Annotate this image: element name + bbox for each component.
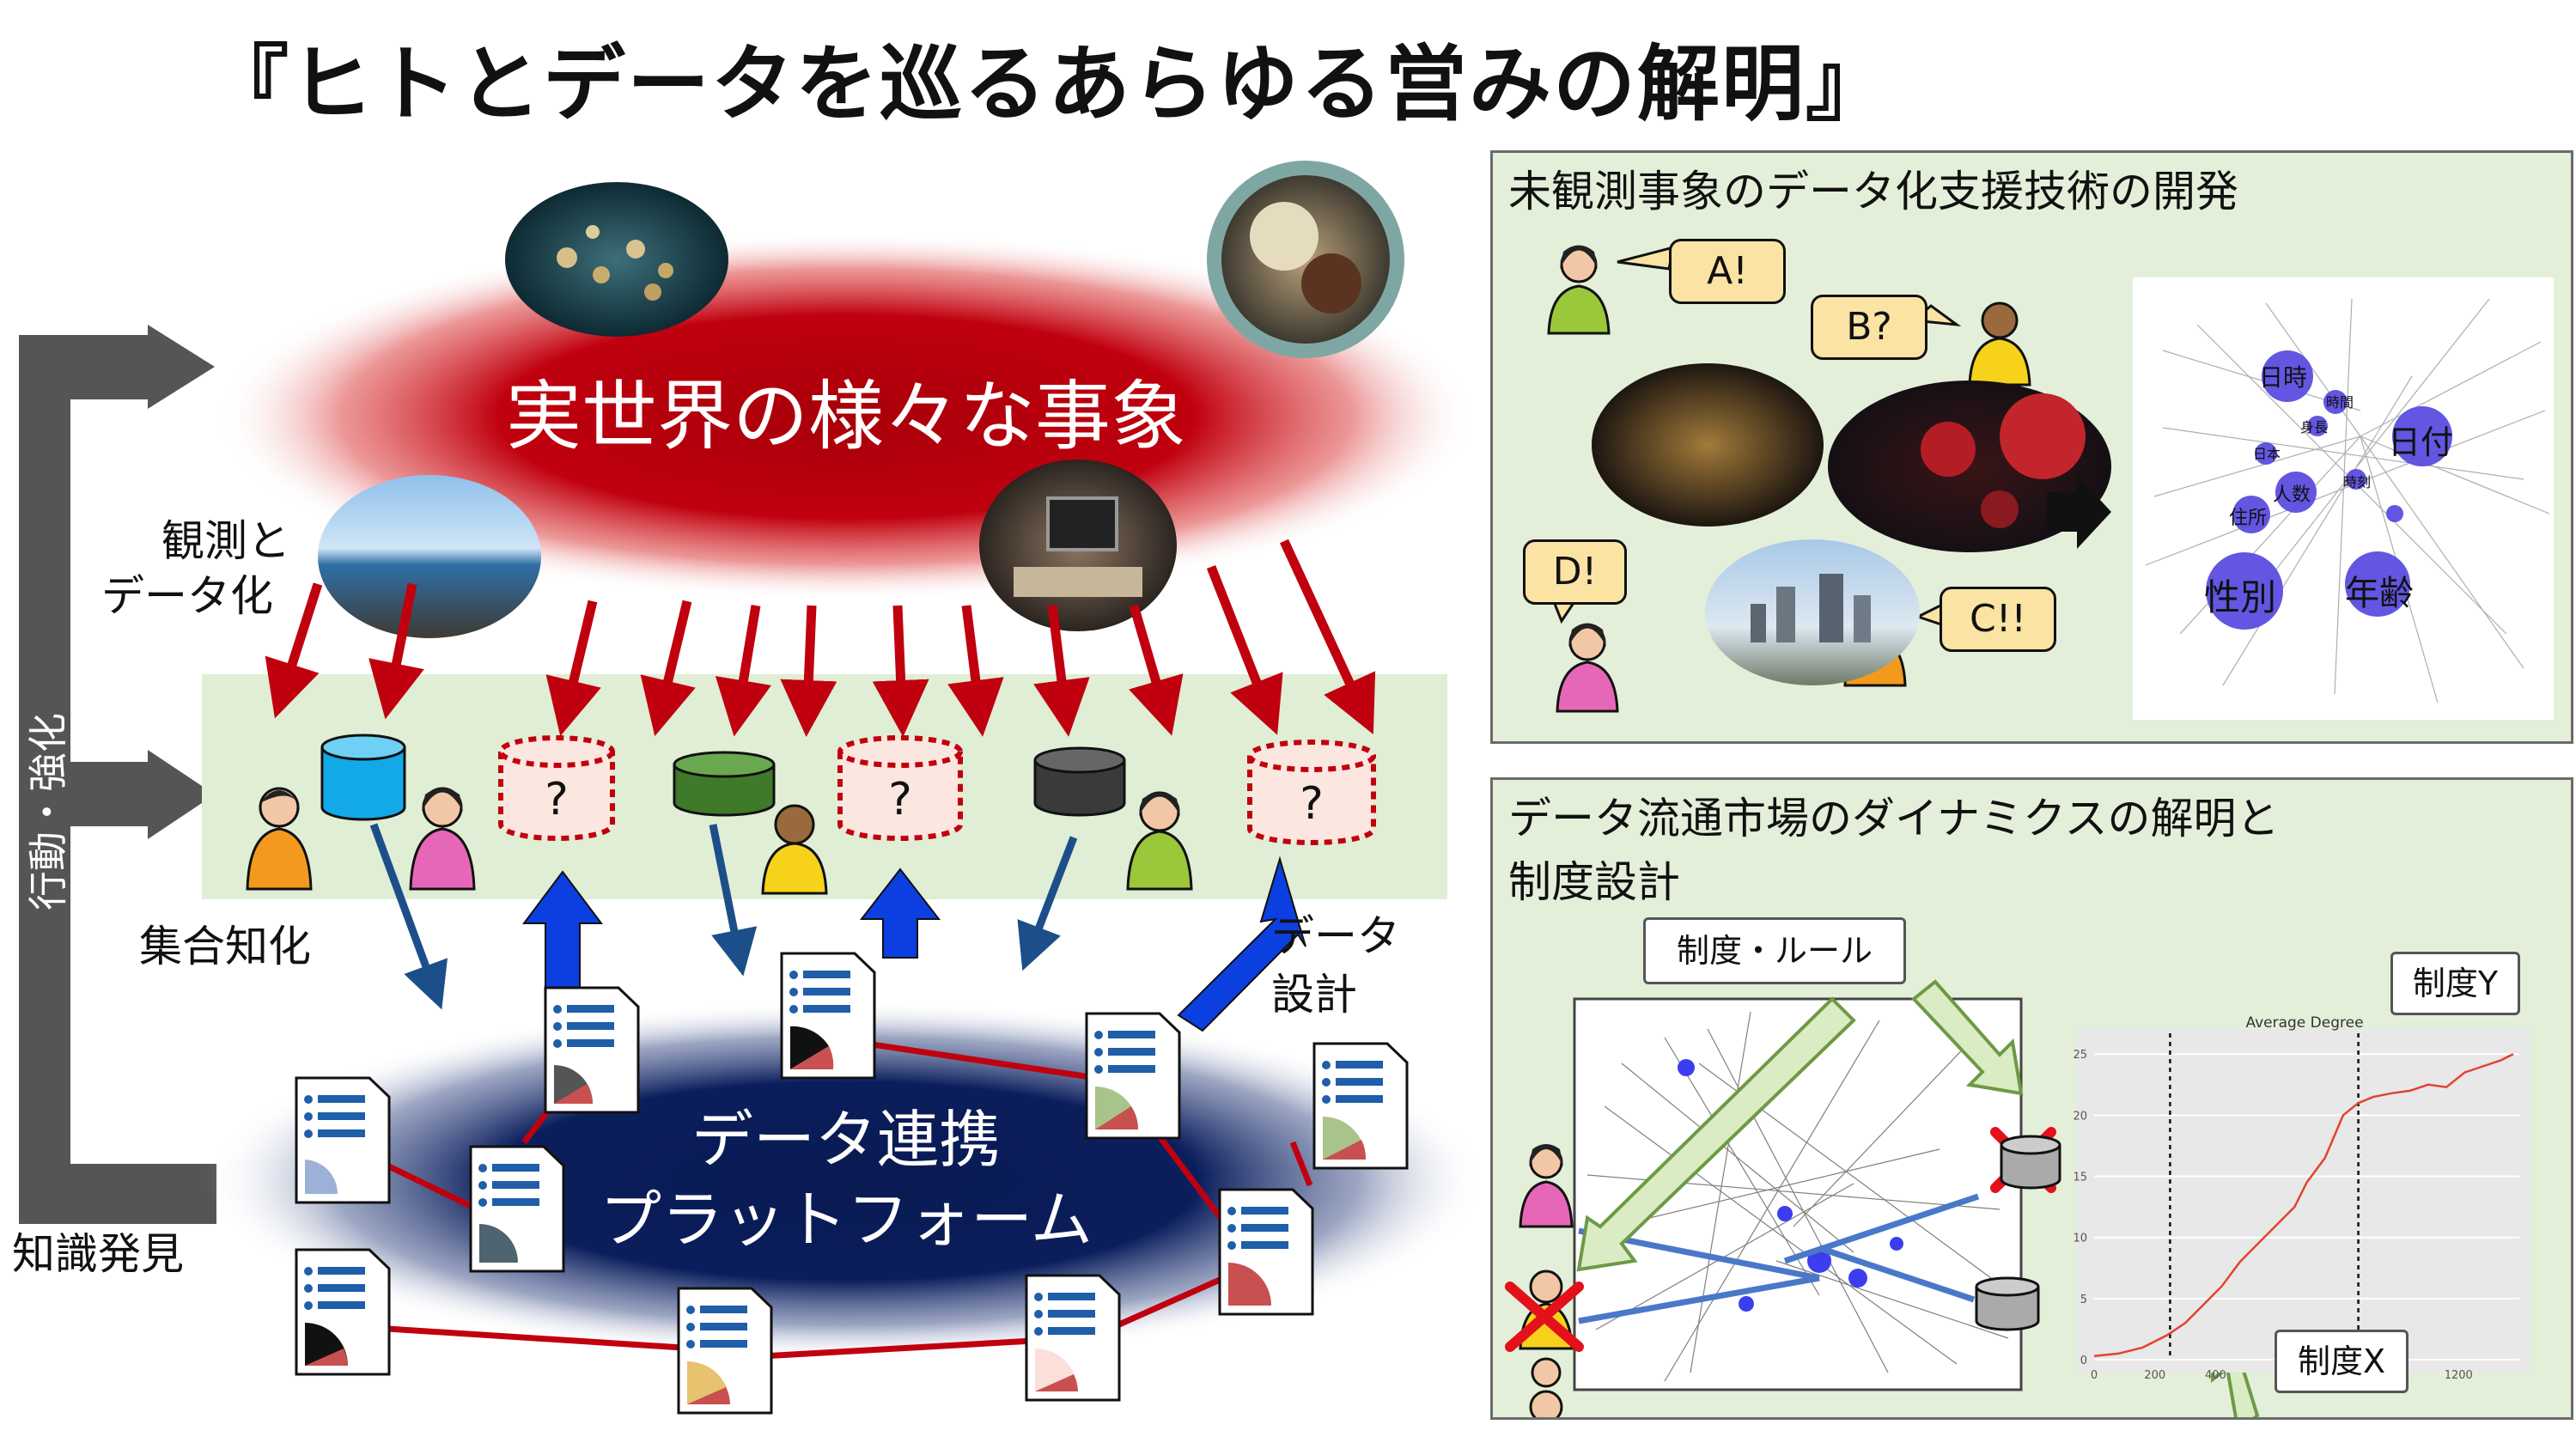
rule-label: 制度・ルール xyxy=(1643,917,1906,984)
market-person-yellow-c xyxy=(1531,1357,1562,1388)
node-label-datetime: 日時 xyxy=(2259,363,2308,392)
market-db-top xyxy=(2000,1135,2061,1190)
chart-ytick-label: 10 xyxy=(2073,1233,2087,1245)
photo-city xyxy=(1705,539,1920,685)
node-label-address: 住所 xyxy=(2229,508,2268,529)
feedback-loop xyxy=(19,325,216,1224)
unknown-q2: ? xyxy=(888,774,912,825)
node-label-time: 時間 xyxy=(2326,394,2354,411)
photo-food xyxy=(1207,161,1404,358)
real-world-label: 実世界の様々な事象 xyxy=(506,372,1186,460)
feedback-label: 行動・強化 xyxy=(25,713,71,910)
unknown-q3: ? xyxy=(1300,778,1324,830)
person-b xyxy=(1968,301,2031,387)
person-d xyxy=(1556,623,1619,713)
main-diagram: ? ? ? xyxy=(19,161,1477,1415)
chart-xtick-label: 1200 xyxy=(2445,1369,2473,1382)
unknown-databases xyxy=(498,735,1376,845)
platform-label-line1: データ連携 xyxy=(691,1104,1001,1176)
person-green xyxy=(1126,791,1193,891)
chart-xtick-label: 400 xyxy=(2205,1369,2226,1382)
panel-market: データ流通市場のダイナミクスの解明と 制度設計 xyxy=(1490,777,2573,1420)
chart-ytick-label: 5 xyxy=(2080,1294,2087,1306)
chart-xtick-label: 200 xyxy=(2144,1369,2165,1382)
chart-ytick-label: 15 xyxy=(2073,1172,2087,1184)
design-label-line2: 設計 xyxy=(1271,970,1357,1020)
person-orange xyxy=(246,787,313,891)
node-label-clock: 時刻 xyxy=(2343,474,2372,490)
node-label-japan: 日本 xyxy=(2253,446,2281,462)
database-cyan xyxy=(320,734,406,821)
chart-series-line xyxy=(2093,1053,2514,1357)
database-green xyxy=(673,751,776,817)
photo-aquarium xyxy=(505,182,728,337)
node-label-gender: 性別 xyxy=(2204,576,2277,618)
policy-y-label: 制度Y xyxy=(2390,952,2520,1015)
person-a xyxy=(1547,245,1611,335)
bubble-d: D! xyxy=(1523,539,1627,605)
design-arrows xyxy=(522,855,1306,1032)
market-person-pink xyxy=(1519,1144,1574,1228)
person-pink xyxy=(409,787,476,891)
chart-ytick-label: 20 xyxy=(2073,1110,2087,1123)
platform-label-line2: プラットフォーム xyxy=(600,1184,1093,1256)
knowledge-label: 知識発見 xyxy=(12,1229,184,1279)
bubble-c: C!! xyxy=(1940,587,2056,652)
database-dark xyxy=(1033,746,1126,817)
chart-ytick-label: 25 xyxy=(2073,1049,2087,1062)
panel-observation-title: 未観測事象のデータ化支援技術の開発 xyxy=(1508,167,2238,216)
node-label-date: 日付 xyxy=(2388,423,2454,461)
market-person-yellow-b xyxy=(1529,1390,1563,1417)
market-db-bottom xyxy=(1975,1276,2040,1331)
photo-computer xyxy=(979,460,1177,631)
bubble-a: A! xyxy=(1669,239,1786,304)
network-arrow xyxy=(2047,475,2111,549)
design-label-line1: データ xyxy=(1271,911,1400,961)
page-title: 『ヒトとデータを巡るあらゆる営みの解明』 xyxy=(206,36,1890,132)
photo-seashore xyxy=(318,475,541,638)
observe-label-line2: データ化 xyxy=(101,571,273,621)
observe-label-line1: 観測と xyxy=(161,516,290,566)
panel-market-title-line1: データ流通市場のダイナミクスの解明と xyxy=(1508,794,2280,843)
panel-market-art: Average Degree 0 200 400 1200 0 5 10 15 20 25 xyxy=(1505,979,2530,1417)
collective-arrows xyxy=(369,823,1078,1010)
chart-title: Average Degree xyxy=(2245,1014,2363,1032)
panel-observation: 未観測事象のデータ化支援技術の開発 xyxy=(1490,150,2573,744)
panel-observation-art xyxy=(1547,245,2554,720)
degree-chart: Average Degree 0 200 400 1200 0 5 10 15 20 25 xyxy=(2073,1014,2530,1382)
chart-xtick-label: 0 xyxy=(2091,1369,2098,1382)
policy-x-label: 制度X xyxy=(2275,1330,2409,1393)
node-label-age: 年齢 xyxy=(2345,574,2414,613)
bubble-b: B? xyxy=(1811,295,1927,360)
node-label-people: 人数 xyxy=(2273,484,2311,506)
photo-crowd xyxy=(1592,363,1824,527)
node-label-height: 身長 xyxy=(2300,419,2329,435)
unknown-q1: ? xyxy=(545,774,569,825)
collective-label: 集合知化 xyxy=(139,922,311,971)
observation-arrows xyxy=(265,539,1376,737)
person-yellow xyxy=(761,804,828,895)
panel-market-title-line2: 制度設計 xyxy=(1508,857,1680,907)
chart-ytick-label: 0 xyxy=(2080,1355,2087,1367)
documents xyxy=(295,952,1409,1415)
